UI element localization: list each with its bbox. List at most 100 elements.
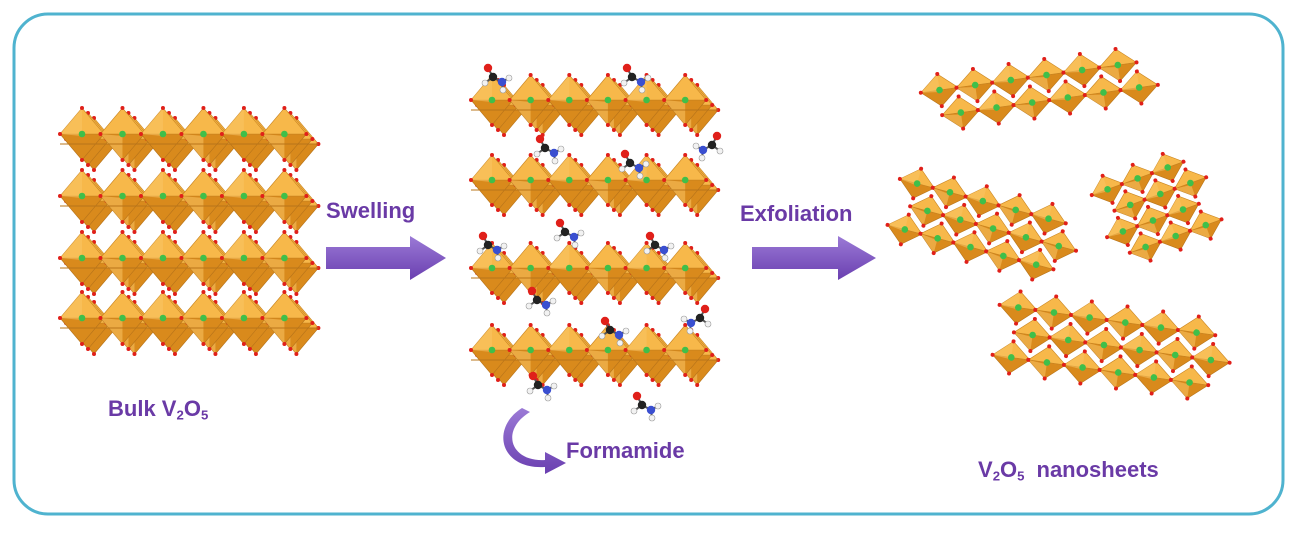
oxygen-atom xyxy=(98,194,103,198)
oxygen-atom xyxy=(579,301,584,305)
oxygen-atom xyxy=(132,292,137,296)
vo-polyhedron xyxy=(1047,321,1089,359)
formamide-molecule-icon xyxy=(692,131,724,162)
vanadium-atom xyxy=(240,254,248,262)
oxygen-atom xyxy=(172,292,177,296)
oxygen-atom xyxy=(1149,391,1154,396)
oxygen-atom xyxy=(1050,201,1055,206)
oxygen-atom xyxy=(282,106,287,110)
nanosheet xyxy=(918,46,1160,131)
oxygen-atom xyxy=(469,178,473,182)
oxygen-atom xyxy=(86,347,90,351)
oxygen-atom xyxy=(990,352,995,357)
vo-polyhedron xyxy=(546,323,593,377)
oxygen-atom xyxy=(704,178,709,182)
vanadium-atom xyxy=(1150,374,1158,381)
oxygen-atom xyxy=(132,352,137,356)
formamide-molecule-icon xyxy=(526,371,558,402)
vanadium-atom xyxy=(1157,190,1164,198)
oxygen-atom xyxy=(138,256,143,260)
oxygen-atom xyxy=(1018,289,1023,294)
vanadium-atom xyxy=(527,264,534,272)
oxygen-atom xyxy=(528,241,533,245)
oxygen-atom xyxy=(86,225,90,229)
vanadium-atom xyxy=(643,176,650,184)
oxygen-atom xyxy=(987,241,992,246)
vo-polyhedron xyxy=(138,230,187,286)
vo-polyhedron xyxy=(98,106,147,162)
vo-polyhedron xyxy=(1029,201,1068,236)
oxygen-atom xyxy=(1139,331,1144,336)
oxygen-atom xyxy=(689,128,694,132)
vo-polyhedron xyxy=(662,153,709,207)
oxygen-atom xyxy=(207,347,212,351)
oxygen-atom xyxy=(80,342,84,346)
oxygen-atom xyxy=(1089,193,1094,198)
oxygen-atom xyxy=(984,249,989,254)
oxygen-atom xyxy=(617,133,622,137)
oxygen-atom xyxy=(1208,236,1213,241)
vo-polyhedron xyxy=(546,73,593,127)
v2o5-layer xyxy=(469,153,721,217)
oxygen-atom xyxy=(1054,294,1059,299)
oxygen-atom xyxy=(253,292,258,296)
oxygen-atom xyxy=(1118,79,1123,84)
vo-polyhedron xyxy=(98,168,147,224)
oxygen-atom xyxy=(98,316,103,320)
oxygen-atom xyxy=(282,230,287,234)
oxygen-atom xyxy=(975,99,980,104)
vanadium-atom xyxy=(1050,309,1058,316)
oxygen-atom xyxy=(567,323,572,327)
oxygen-atom xyxy=(1026,357,1031,362)
vanadium-atom xyxy=(1187,179,1194,187)
vanadium-atom xyxy=(488,264,496,272)
oxygen-atom xyxy=(496,208,500,212)
vanadium-atom xyxy=(1157,324,1165,331)
vo-polyhedron xyxy=(918,221,957,256)
oxygen-atom xyxy=(961,126,966,131)
oxygen-atom xyxy=(956,94,961,99)
oxygen-atom xyxy=(1011,339,1016,344)
oxygen-atom xyxy=(126,163,131,167)
oxygen-atom xyxy=(496,378,500,382)
vo-polyhedron xyxy=(1016,247,1056,282)
vanadium-atom xyxy=(604,264,612,272)
oxygen-atom xyxy=(662,348,667,352)
oxygen-atom xyxy=(1146,204,1151,209)
oxygen-atom xyxy=(1135,224,1140,229)
exfoliation-label: Exfoliation xyxy=(740,201,853,226)
oxygen-atom xyxy=(1042,231,1047,236)
vanadium-atom xyxy=(159,130,167,138)
nanosheet xyxy=(990,289,1232,401)
oxygen-atom xyxy=(650,208,655,212)
bulk-v2o5-structure xyxy=(58,106,321,356)
formamide-molecule-icon xyxy=(620,63,652,94)
oxygen-atom xyxy=(58,256,62,260)
vanadium-atom xyxy=(901,226,909,233)
oxygen-atom xyxy=(1068,111,1073,116)
oxygen-atom xyxy=(1060,229,1065,234)
vo-polyhedron xyxy=(1149,151,1186,183)
oxygen-atom xyxy=(1097,65,1102,70)
vanadium-atom xyxy=(240,130,248,138)
oxygen-atom xyxy=(80,230,84,234)
oxygen-atom xyxy=(304,316,309,320)
oxygen-atom xyxy=(120,282,125,286)
oxygen-atom xyxy=(1140,322,1145,327)
vo-polyhedron xyxy=(662,323,709,377)
oxygen-atom xyxy=(695,133,700,137)
oxygen-atom xyxy=(1032,316,1037,321)
oxygen-atom xyxy=(611,208,616,212)
vanadium-atom xyxy=(1028,99,1036,106)
vanadium-atom xyxy=(527,96,534,104)
vo-polyhedron xyxy=(469,153,515,207)
oxygen-atom xyxy=(689,208,694,212)
oxygen-atom xyxy=(86,163,90,167)
oxygen-atom xyxy=(490,373,494,377)
oxygen-atom xyxy=(172,168,177,172)
vanadium-atom xyxy=(488,346,496,354)
vo-polyhedron xyxy=(930,175,970,210)
vo-polyhedron xyxy=(469,323,515,377)
oxygen-atom xyxy=(1009,222,1014,227)
